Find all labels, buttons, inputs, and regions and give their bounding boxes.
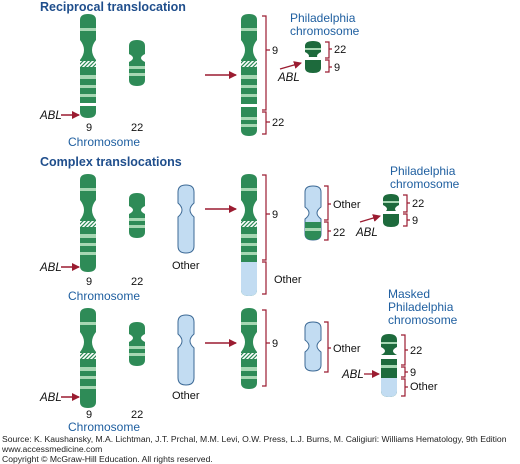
masked-label-3: chromosome	[388, 313, 458, 327]
masked-22-label: 22	[410, 345, 422, 357]
other-label: Other	[172, 390, 200, 402]
chromosome-22	[129, 40, 145, 86]
chromosome-9	[80, 174, 96, 272]
chr22-label: 22	[131, 122, 143, 134]
derivative-chromosome-9	[241, 308, 257, 389]
abl-label: ABL	[39, 110, 62, 122]
masked-bracket	[401, 334, 408, 397]
bracket-9	[262, 309, 270, 387]
ph-abl-label: ABL	[277, 72, 300, 84]
bracket-9-label: 9	[272, 209, 278, 221]
bracket-other-22	[324, 185, 331, 241]
philadelphia-chromosome	[305, 41, 321, 73]
other-label: Other	[172, 260, 200, 272]
chromosome-label: Chromosome	[68, 420, 140, 434]
masked-other-label: Other	[410, 381, 438, 393]
abl-label: ABL	[39, 392, 62, 404]
masked-philadelphia-chromosome	[381, 334, 397, 397]
bracket-22-label: 22	[272, 117, 284, 129]
ph-9-label: 9	[334, 62, 340, 74]
bracket-9-label: 9	[272, 338, 278, 350]
bracket-22-label: 22	[333, 227, 345, 239]
philadelphia-label: Philadelphia	[390, 164, 456, 178]
bracket-9	[262, 15, 270, 111]
ph-abl-label: ABL	[355, 227, 378, 239]
derivative-other-chromosome	[304, 185, 322, 241]
ph-bracket	[325, 41, 332, 73]
heading-complex: Complex translocations	[40, 155, 182, 169]
ph-abl-arrow	[279, 61, 302, 70]
ph-bracket	[403, 194, 410, 227]
bracket-other	[262, 261, 267, 295]
bracket-9	[262, 174, 270, 261]
philadelphia-label-2: chromosome	[390, 177, 460, 191]
bracket-9-label: 9	[272, 45, 278, 57]
footer-source: Source: K. Kaushansky, M.A. Lichtman, J.…	[2, 434, 507, 444]
ph-22-label: 22	[334, 44, 346, 56]
chromosome-22	[129, 322, 145, 366]
chr22-label: 22	[131, 276, 143, 288]
masked-abl-label: ABL	[341, 369, 364, 381]
other-chromosome	[177, 184, 195, 254]
chromosome-9	[80, 308, 96, 408]
abl-label: ABL	[39, 262, 62, 274]
ph-9-label: 9	[412, 215, 418, 227]
bracket-22	[262, 111, 270, 135]
ph-22-label: 22	[412, 198, 424, 210]
chromosome-label: Chromosome	[68, 289, 140, 303]
derivative-chromosome-9	[241, 174, 257, 296]
bracket-other-label: Other	[333, 199, 361, 211]
derivative-chromosome-9	[241, 14, 257, 136]
chr9-label: 9	[86, 409, 92, 421]
chr22-label: 22	[131, 409, 143, 421]
other-chromosome	[177, 314, 195, 386]
philadelphia-chromosome	[383, 194, 399, 227]
derivative-other-chromosome	[304, 321, 322, 372]
chromosome-label: Chromosome	[68, 135, 140, 149]
bracket-other-label: Other	[274, 274, 302, 286]
chromosome-22	[129, 193, 145, 238]
bracket-other-label: Other	[333, 343, 361, 355]
philadelphia-label-2: chromosome	[290, 24, 360, 38]
philadelphia-label: Philadelphia	[290, 11, 356, 25]
footer-copyright: Copyright © McGraw-Hill Education. All r…	[2, 454, 213, 464]
chr9-label: 9	[86, 276, 92, 288]
bracket-other	[324, 321, 331, 373]
masked-label: Masked	[388, 287, 430, 301]
chromosome-9	[80, 14, 96, 118]
masked-label-2: Philadelphia	[388, 300, 454, 314]
ph-abl-arrow	[359, 214, 381, 223]
footer-website[interactable]: www.accessmedicine.com	[2, 444, 103, 454]
masked-9-label: 9	[410, 367, 416, 379]
chr9-label: 9	[86, 122, 92, 134]
heading-reciprocal: Reciprocal translocation	[40, 0, 186, 14]
